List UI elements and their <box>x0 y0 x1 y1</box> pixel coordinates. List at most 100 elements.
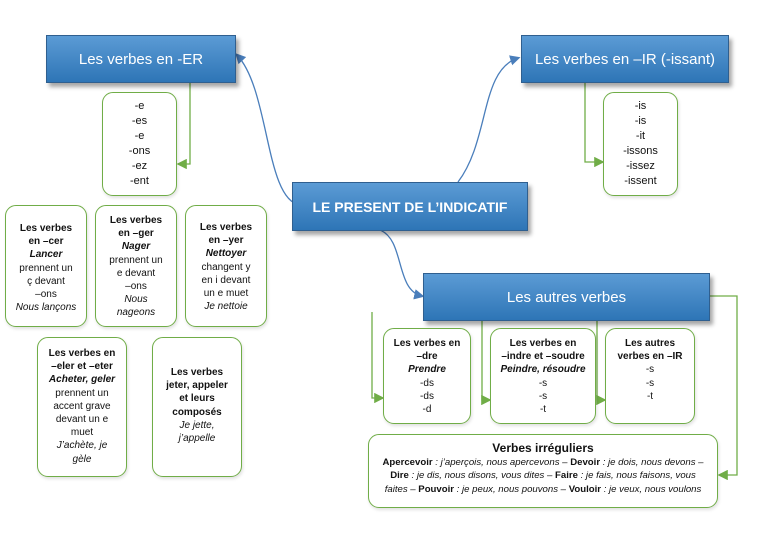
jeter-box: Les verbes jeter, appeler et leurs compo… <box>152 337 242 477</box>
irreguliers-line: Dire : je dis, nous disons, vous dites –… <box>375 469 711 482</box>
jeter-line2: jeter, appeler <box>166 380 228 392</box>
yer-desc: en i devant <box>201 274 251 286</box>
yer-line1: Les verbes <box>199 222 253 233</box>
ir-ending: -issons <box>623 145 658 157</box>
ger-desc: e devant <box>116 267 156 279</box>
er-ending: -ent <box>130 175 149 187</box>
dre-ending: -ds <box>420 377 434 389</box>
yer-box: Les verbes en –yer Nettoyer changent y e… <box>185 205 267 327</box>
jeter-sample: j’appelle <box>178 433 216 445</box>
eler-box: Les verbes en –eler et –eter Acheter, ge… <box>37 337 127 477</box>
apercevoir-label: Apercevoir <box>382 457 433 468</box>
ger-line2: en –ger <box>118 228 154 240</box>
ir-title-box: Les verbes en –IR (-issant) <box>521 35 729 83</box>
eler-desc: accent grave <box>53 400 111 412</box>
dre-line2: –dre <box>416 351 438 363</box>
er-ending: -ons <box>128 145 151 157</box>
eler-line1: Les verbes en <box>48 348 116 359</box>
arrow-to-er <box>235 53 301 206</box>
pouvoir-forms: : je peux, nous pouvons – <box>454 483 569 495</box>
cer-example: Lancer <box>29 249 63 261</box>
irreguliers-box: Verbes irréguliers Apercevoir : j’aperço… <box>368 434 718 508</box>
apercevoir-forms: : j’aperçois, nous apercevons – <box>432 457 571 468</box>
connector-irreg <box>710 295 738 481</box>
autres-ir-ending: -s <box>645 364 655 376</box>
cer-desc: –ons <box>35 289 57 301</box>
connector-er-endings <box>176 82 191 170</box>
yer-sample: Je nettoie <box>204 301 248 313</box>
eler-desc: prennent un <box>55 387 109 399</box>
center-title: LE PRESENT DE L’INDICATIF <box>312 198 508 215</box>
eler-sample: gèle <box>72 453 92 465</box>
autres-ir-ending: -t <box>646 390 654 402</box>
eler-line2: –eler et –eter <box>51 361 113 373</box>
connector-autres-ir <box>596 320 607 406</box>
yer-example: Nettoyer <box>205 248 247 260</box>
ir-ending: -issent <box>624 175 657 187</box>
vouloir-forms: : je veux, nous voulons <box>601 483 702 495</box>
indre-ending: -t <box>539 404 547 416</box>
indre-box: Les verbes en –indre et –soudre Peindre,… <box>490 328 596 424</box>
autres-ir-line1: Les autres <box>624 338 676 349</box>
er-title-box: Les verbes en -ER <box>46 35 236 83</box>
indre-ending: -s <box>538 390 548 402</box>
connector-dre <box>371 312 385 404</box>
eler-desc: devant un e <box>55 414 109 426</box>
autres-ir-box: Les autres verbes en –IR -s -s -t <box>605 328 695 424</box>
devoir-label: Devoir <box>570 457 601 468</box>
yer-line2: en –yer <box>208 235 244 247</box>
er-ending: -es <box>131 115 148 127</box>
er-endings-box: -e -es -e -ons -ez -ent <box>102 92 177 196</box>
er-ending: -e <box>134 130 145 142</box>
eler-sample: J’achète, je <box>56 440 108 452</box>
er-ending: -ez <box>131 160 148 172</box>
ger-sample: nageons <box>116 307 156 319</box>
faire-label: Faire <box>555 470 578 482</box>
indre-line2: –indre et –soudre <box>501 351 585 363</box>
dre-example: Prendre <box>408 364 446 376</box>
eler-desc: muet <box>70 427 94 439</box>
ger-desc: –ons <box>125 281 147 293</box>
cer-line2: en –cer <box>28 236 64 248</box>
autres-ir-line2: verbes en –IR <box>617 351 683 363</box>
cer-sample: Nous lançons <box>15 302 77 314</box>
yer-desc: changent y <box>201 261 251 273</box>
dre-ending: -ds <box>420 390 434 402</box>
ger-box: Les verbes en –ger Nager prennent un e d… <box>95 205 177 327</box>
arrow-to-autres <box>379 229 425 300</box>
dre-ending: -d <box>422 404 432 416</box>
autres-title: Les autres verbes <box>506 288 627 306</box>
faire-forms: : je fais, nous faisons, vous <box>577 470 696 482</box>
ger-example: Nager <box>121 241 151 253</box>
ir-title: Les verbes en –IR (-issant) <box>534 50 716 68</box>
jeter-line1: Les verbes <box>170 367 224 378</box>
jeter-sample: Je jette, <box>179 419 215 431</box>
dre-line1: Les verbes en <box>393 338 461 349</box>
connector-indre <box>481 320 492 406</box>
ir-ending: -is <box>634 115 647 127</box>
cer-desc: ç devant <box>27 275 65 287</box>
cer-line1: Les verbes <box>19 223 73 234</box>
irreguliers-line: faites – Pouvoir : je peux, nous pouvons… <box>375 483 711 496</box>
cer-box: Les verbes en –cer Lancer prennent un ç … <box>5 205 87 327</box>
center-title-box: LE PRESENT DE L’INDICATIF <box>292 182 528 231</box>
ir-ending: -issez <box>626 160 655 172</box>
er-title: Les verbes en -ER <box>78 50 204 68</box>
autres-title-box: Les autres verbes <box>423 273 710 321</box>
dre-box: Les verbes en –dre Prendre -ds -ds -d <box>383 328 471 424</box>
eler-example: Acheter, geler <box>48 374 116 386</box>
arrow-to-ir <box>457 55 521 183</box>
dire-forms: : je dis, nous disons, vous dites – <box>408 470 555 482</box>
vouloir-label: Vouloir <box>568 483 602 495</box>
indre-ending: -s <box>538 377 548 389</box>
connector-ir-endings <box>584 82 605 168</box>
autres-ir-ending: -s <box>645 377 655 389</box>
indre-line1: Les verbes en <box>509 338 577 349</box>
jeter-line4: composés <box>172 406 222 418</box>
ir-ending: -it <box>635 130 646 142</box>
dire-label: Dire <box>390 470 409 482</box>
irreguliers-line: Apercevoir : j’aperçois, nous apercevons… <box>375 456 711 469</box>
ger-sample: Nous <box>124 294 148 306</box>
jeter-line3: et leurs <box>179 393 215 405</box>
